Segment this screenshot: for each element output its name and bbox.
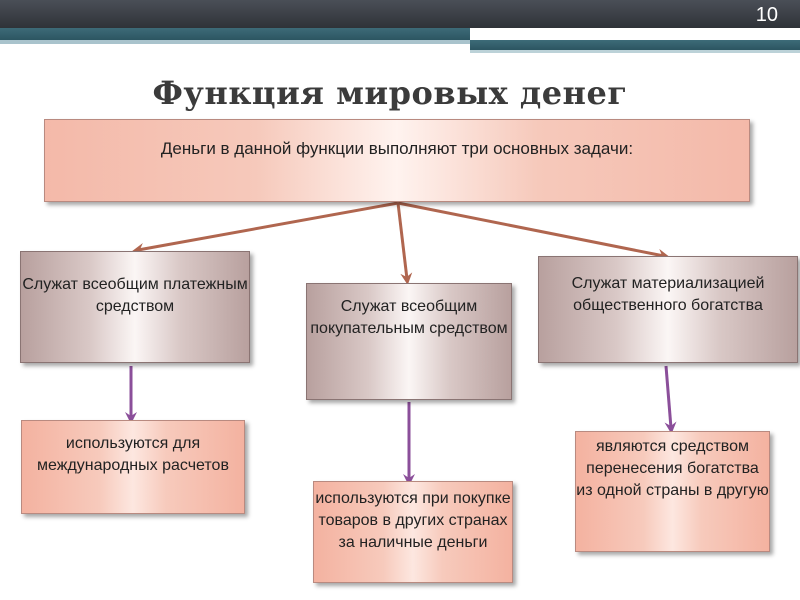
purple-arrows [125, 365, 677, 486]
header-band-left [0, 28, 470, 40]
arrow-top-to-right [397, 201, 670, 261]
slide-header-bar [0, 0, 800, 28]
detail-text-wealth-transfer: являются средством перенесения богатства… [576, 438, 769, 499]
detail-text-foreign-purchase: используются при покупке товаров в други… [315, 490, 511, 551]
task-text-payment: Служат всеобщим платежным средством [22, 276, 248, 315]
task-text-wealth: Служат материализацией общественного бог… [571, 275, 765, 314]
task-text-purchasing: Служат всеобщим покупательным средством [310, 298, 508, 337]
detail-box-wealth-transfer: являются средством перенесения богатства… [575, 431, 770, 552]
brown-arrows [132, 201, 670, 285]
header-stripe-left [0, 40, 470, 44]
detail-box-foreign-purchase: используются при покупке товаров в други… [313, 481, 513, 583]
slide-title: Функция мировых денег [152, 74, 628, 112]
arrow-right-to-detail [664, 365, 677, 434]
header-band-right [470, 40, 800, 50]
main-tasks-text: Деньги в данной функции выполняют три ос… [160, 139, 634, 158]
task-box-purchasing: Служат всеобщим покупательным средством [306, 283, 512, 400]
detail-box-international: используются для международных расчетов [21, 420, 245, 514]
arrow-top-to-left [132, 201, 399, 255]
detail-text-international: используются для международных расчетов [37, 435, 229, 474]
main-tasks-box: Деньги в данной функции выполняют три ос… [44, 119, 750, 202]
task-box-payment: Служат всеобщим платежным средством [20, 251, 250, 363]
page-number: 10 [755, 4, 778, 26]
header-stripe-right [470, 50, 800, 53]
arrow-top-to-center [396, 202, 413, 285]
task-box-wealth: Служат материализацией общественного бог… [538, 256, 798, 363]
